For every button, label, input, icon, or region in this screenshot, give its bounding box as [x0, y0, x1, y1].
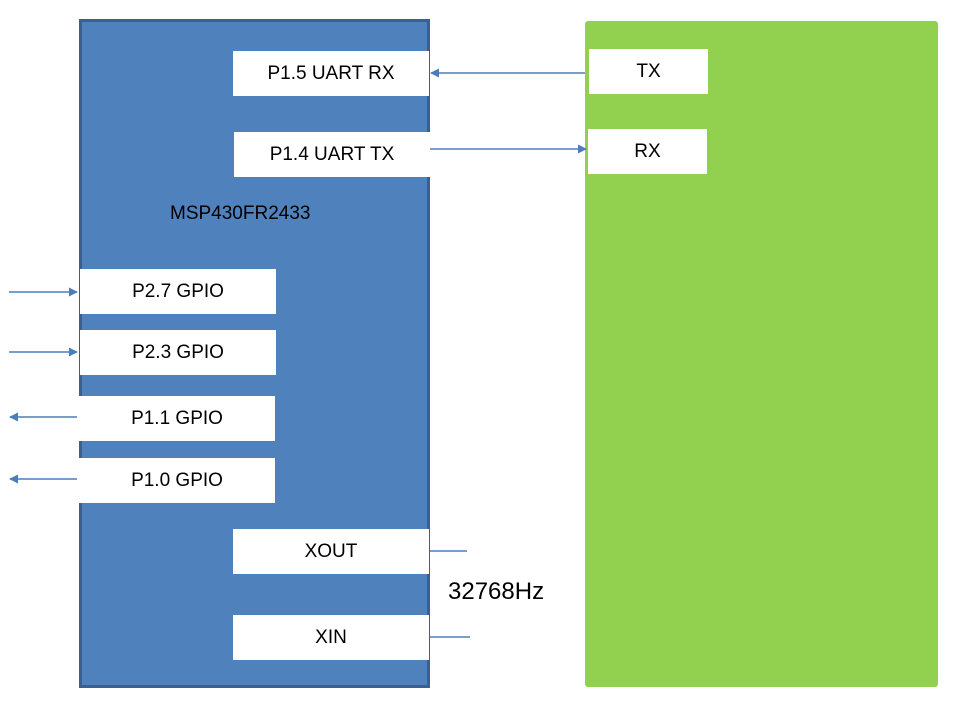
crystal-frequency-label: 32768Hz: [448, 578, 545, 605]
pin-xout: XOUT: [233, 529, 429, 574]
peer-device-block: [585, 21, 938, 687]
pin-peer-tx: TX: [589, 49, 708, 94]
pin-p2-7-gpio: P2.7 GPIO: [80, 269, 276, 314]
pin-p1-5-uart-rx: P1.5 UART RX: [233, 51, 429, 96]
pin-peer-rx: RX: [588, 129, 707, 174]
pin-p1-0-gpio: P1.0 GPIO: [79, 458, 275, 503]
pin-xin: XIN: [233, 615, 429, 660]
pin-p1-1-gpio: P1.1 GPIO: [79, 396, 275, 441]
mcu-name-label: MSP430FR2433: [170, 203, 311, 224]
pin-p2-3-gpio: P2.3 GPIO: [80, 330, 276, 375]
pin-p1-4-uart-tx: P1.4 UART TX: [234, 132, 430, 177]
